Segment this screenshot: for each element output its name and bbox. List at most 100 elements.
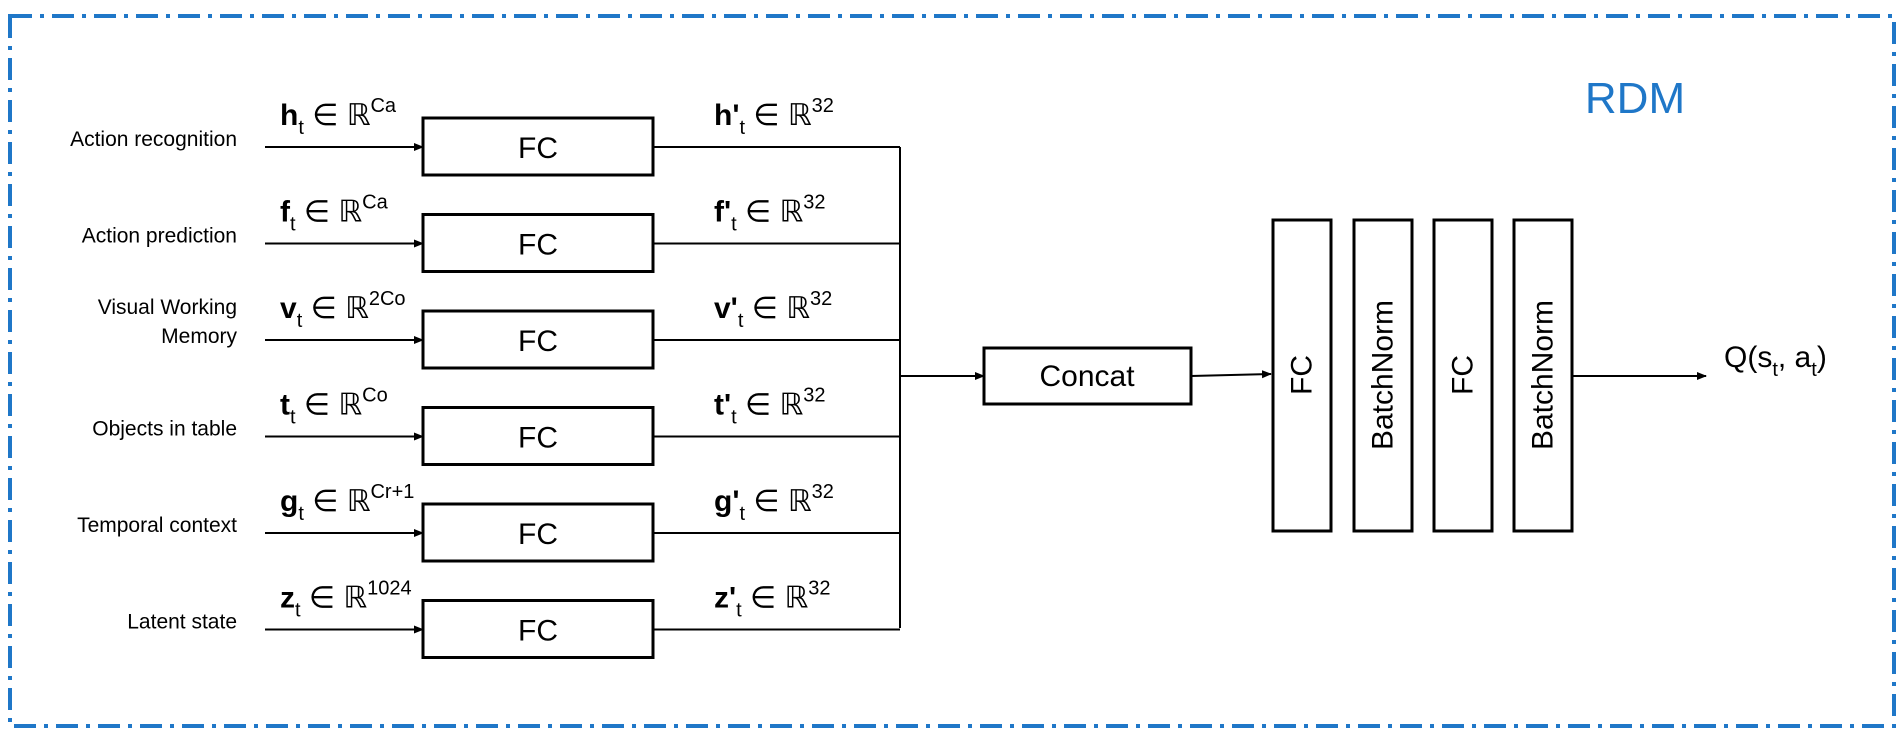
input-math-sub: t	[295, 600, 301, 622]
input-math-var: f	[280, 196, 291, 229]
concat-label: Concat	[1039, 360, 1135, 393]
input-math-sub: t	[290, 214, 296, 236]
head-layer: BatchNorm	[1352, 218, 1414, 533]
input-label: Action prediction	[82, 225, 237, 248]
fc-box	[421, 599, 655, 659]
output-math-sub: t	[739, 117, 745, 139]
output-math-reals: ℝ	[780, 389, 804, 422]
output-math-dim: 32	[812, 481, 834, 503]
input-label: Latent state	[127, 611, 237, 634]
input-label: Objects in table	[92, 418, 237, 441]
input-math: ht ∈ ℝCa	[280, 95, 397, 139]
fc-box-label: FC	[518, 615, 558, 648]
output-math-element-of: ∈	[737, 389, 780, 422]
output-math-element-of: ∈	[737, 196, 780, 229]
rdm-title: RDM	[1585, 74, 1685, 123]
head-layers: FC BatchNorm FC BatchNorm	[1271, 218, 1574, 533]
input-math-var: t	[280, 389, 290, 422]
output-math-reals: ℝ	[788, 485, 812, 518]
output-math-sub: t	[738, 310, 744, 332]
input-math: ft ∈ ℝCa	[280, 192, 389, 236]
head-layer-label: BatchNorm	[1367, 300, 1400, 450]
input-label: Memory	[161, 325, 237, 348]
head-layer-box	[1432, 218, 1494, 533]
input-math-reals: ℝ	[347, 485, 371, 518]
input-math-sub: t	[298, 503, 304, 525]
fc-box-label: FC	[518, 132, 558, 165]
output-math-var: h'	[714, 99, 739, 132]
concat-box	[982, 346, 1193, 406]
output-math-dim: 32	[803, 192, 825, 214]
head-layer-box	[1352, 218, 1414, 533]
input-math-reals: ℝ	[343, 582, 367, 615]
head-layer-box	[1512, 218, 1574, 533]
output-math: f't ∈ ℝ32	[714, 192, 826, 236]
output-q-value: Q(st, at)	[1724, 341, 1827, 381]
fc-box-label: FC	[518, 422, 558, 455]
input-math-sub: t	[298, 117, 304, 139]
rdm-container-border	[8, 14, 1896, 728]
input-math-dim: Cr+1	[370, 481, 414, 503]
input-label: Temporal context	[77, 514, 237, 537]
input-math-dim: Co	[362, 385, 388, 407]
input-math-dim: Ca	[370, 95, 396, 117]
input-math: tt ∈ ℝCo	[280, 385, 388, 429]
output-math-var: g'	[714, 485, 739, 518]
input-math-reals: ℝ	[347, 99, 371, 132]
output-math: z't ∈ ℝ32	[714, 578, 831, 622]
fc-box	[421, 309, 655, 370]
input-math-element-of: ∈	[296, 196, 339, 229]
output-sub2: t	[1811, 359, 1817, 381]
input-math-element-of: ∈	[301, 582, 344, 615]
output-math-sub: t	[736, 600, 742, 622]
input-math-var: v	[280, 292, 297, 325]
input-label: Visual Working	[98, 296, 237, 319]
input-math-var: z	[280, 582, 295, 615]
head-layer-label: BatchNorm	[1527, 300, 1560, 450]
output-math-dim: 32	[803, 385, 825, 407]
concat-to-head-arrow	[1190, 370, 1272, 379]
output-math-var: z'	[714, 582, 736, 615]
output-math-var: v'	[714, 292, 738, 325]
output-math-reals: ℝ	[780, 196, 804, 229]
input-math-dim: Ca	[362, 192, 388, 214]
output-math-sub: t	[731, 214, 737, 236]
input-math-dim: 2Co	[369, 288, 406, 310]
input-math-var: g	[280, 485, 298, 518]
head-layer: FC	[1432, 218, 1494, 533]
head-layer: FC	[1271, 218, 1333, 533]
input-math-var: h	[280, 99, 298, 132]
input-math: gt ∈ ℝCr+1	[280, 481, 414, 525]
head-layer-box	[1271, 218, 1333, 533]
output-math-dim: 32	[810, 288, 832, 310]
input-math-reals: ℝ	[338, 196, 362, 229]
output-math-element-of: ∈	[745, 99, 788, 132]
output-math: h't ∈ ℝ32	[714, 95, 834, 139]
input-math-element-of: ∈	[304, 99, 347, 132]
fc-box	[421, 502, 655, 563]
output-math-dim: 32	[808, 578, 830, 600]
input-math-dim: 1024	[367, 578, 412, 600]
input-math-sub: t	[290, 407, 296, 429]
fc-box-label: FC	[518, 325, 558, 358]
output-math-sub: t	[731, 407, 737, 429]
output-mid: , a	[1778, 341, 1812, 374]
input-math: vt ∈ ℝ2Co	[280, 288, 406, 332]
fc-box	[421, 406, 655, 466]
output-math-element-of: ∈	[743, 292, 786, 325]
input-math-element-of: ∈	[296, 389, 339, 422]
head-layer: BatchNorm	[1512, 218, 1574, 533]
fc-box-label: FC	[518, 518, 558, 551]
output-math-reals: ℝ	[786, 292, 810, 325]
output-math-var: f'	[714, 196, 731, 229]
head-layer-label: FC	[1286, 355, 1319, 395]
output-math-reals: ℝ	[785, 582, 809, 615]
output-math-reals: ℝ	[788, 99, 812, 132]
output-math-element-of: ∈	[745, 485, 788, 518]
